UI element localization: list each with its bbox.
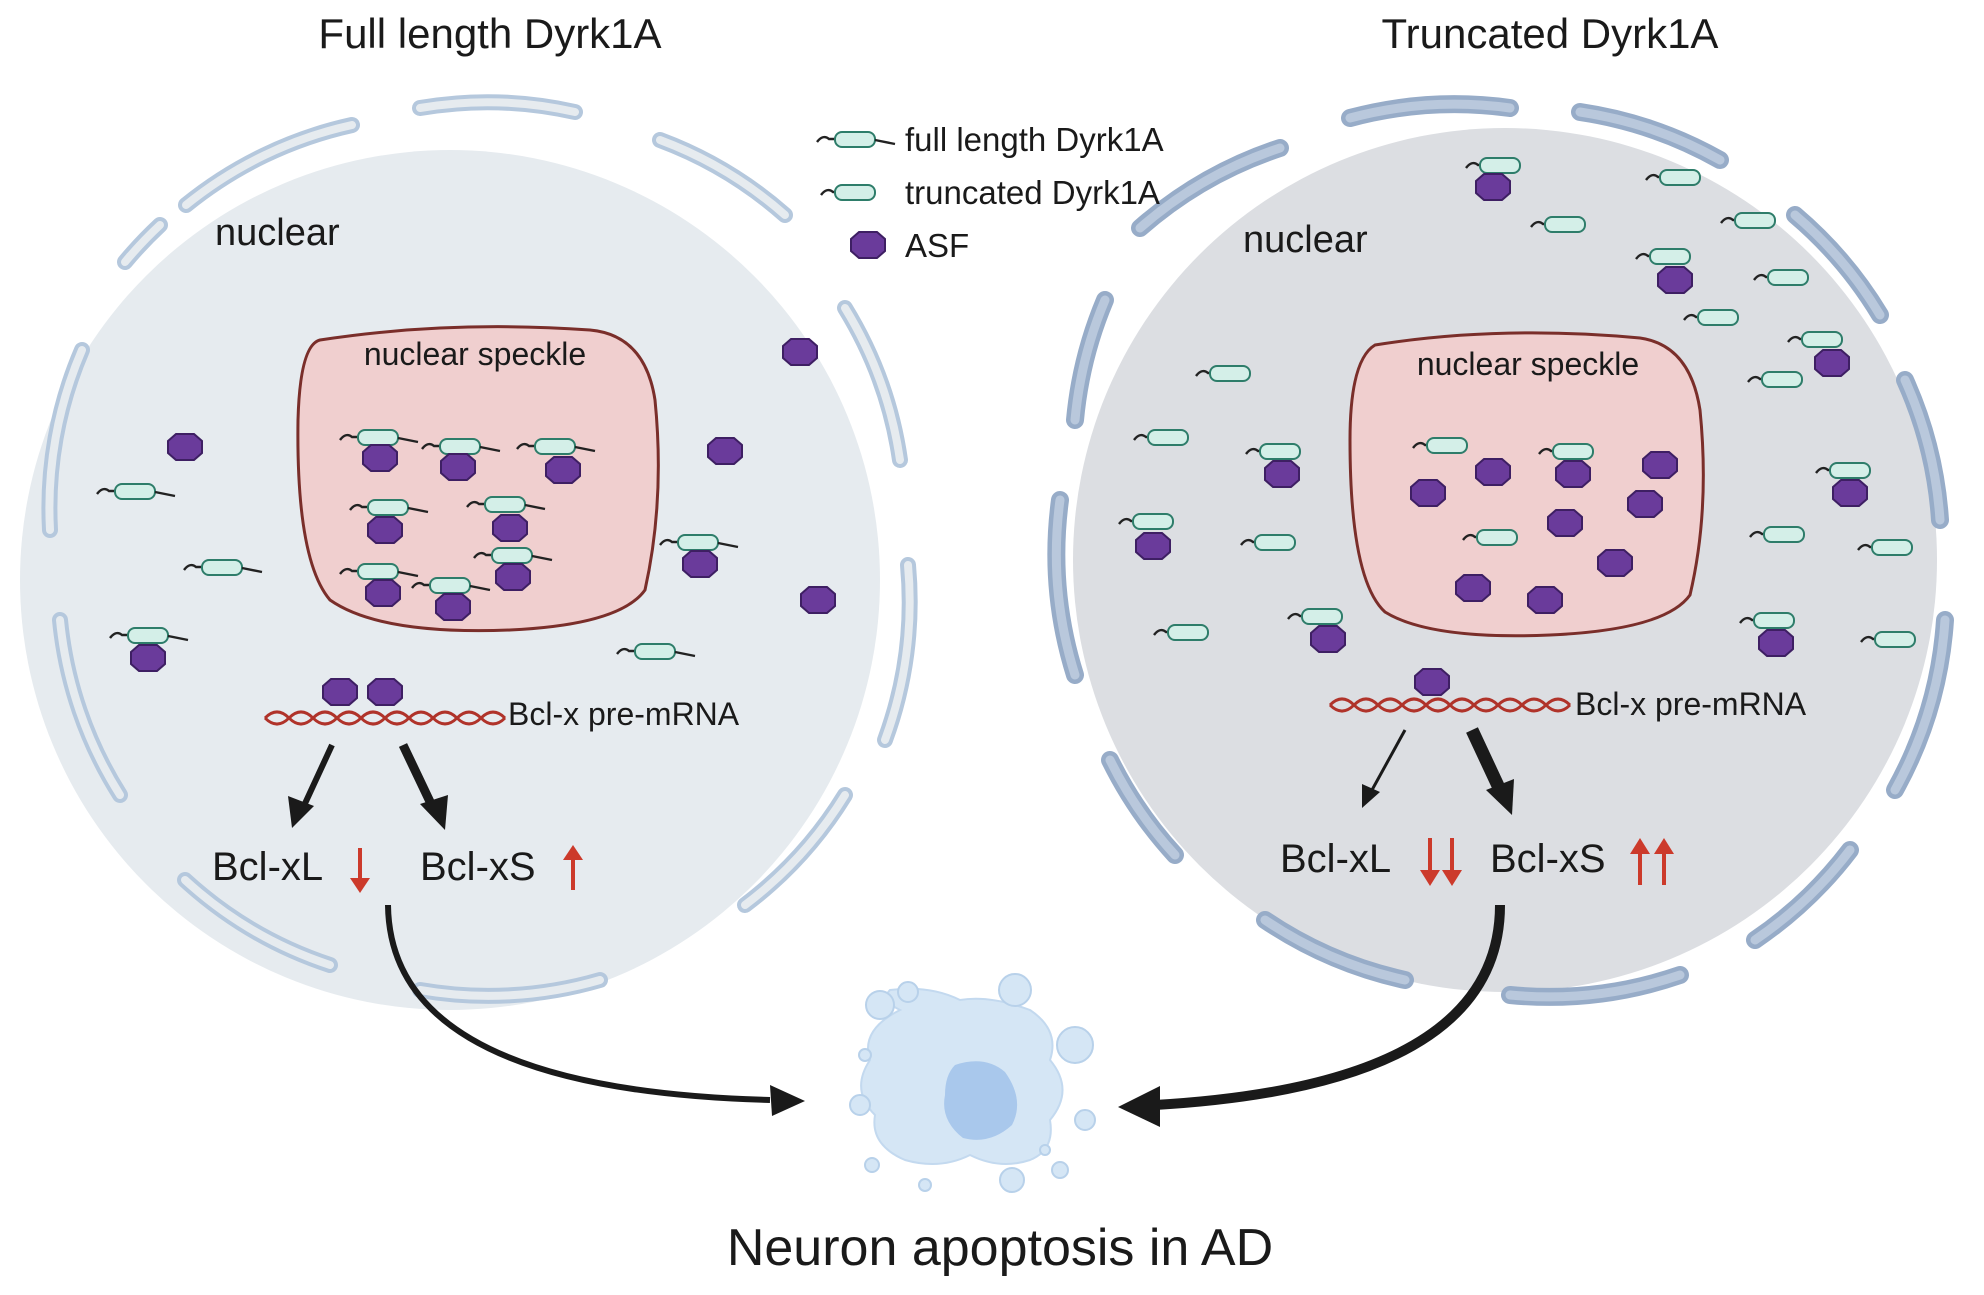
right-arrow-xs-head	[1486, 779, 1514, 815]
left-apoptosis-arrowhead	[770, 1085, 805, 1116]
left-bound-asf-2	[367, 678, 403, 706]
legend-truncated-label: truncated Dyrk1A	[905, 174, 1160, 211]
right-apoptosis-arrowhead	[1118, 1086, 1160, 1127]
left-nuclear-label: nuclear	[215, 212, 340, 254]
left-xl-down-arrow	[350, 848, 370, 893]
right-bcl-xs: Bcl-xS	[1490, 837, 1606, 881]
left-title: Full length Dyrk1A	[318, 10, 661, 57]
right-cell: nuclear nuclear speckle	[1047, 95, 1954, 1006]
left-pre-mrna-label: Bcl-x pre-mRNA	[508, 696, 740, 732]
right-arrow-xs	[1466, 727, 1506, 793]
left-xs-up-arrow	[563, 845, 583, 890]
legend-full-length-label: full length Dyrk1A	[905, 121, 1164, 158]
right-arrow-xl-head	[1362, 784, 1380, 808]
right-speckle-label: nuclear speckle	[1417, 346, 1639, 382]
left-bound-asf-1	[322, 678, 358, 706]
legend-truncated-icon	[819, 183, 877, 202]
legend-asf-icon	[850, 231, 886, 259]
right-nuclear-membrane-inner	[1051, 99, 1950, 1002]
legend-asf-label: ASF	[905, 227, 969, 264]
legend-full-length-icon	[815, 130, 897, 149]
left-apoptosis-arrow	[385, 904, 771, 1103]
right-nuclear-label: nuclear	[1243, 219, 1368, 261]
right-arrow-xl	[1370, 729, 1407, 791]
left-arrow-xs	[398, 743, 438, 810]
right-bcl-xl: Bcl-xL	[1280, 837, 1391, 881]
right-xs-double-up-arrow	[1630, 838, 1674, 885]
right-bound-asf	[1414, 668, 1450, 696]
apoptotic-neuron	[849, 973, 1096, 1193]
left-nuclear-membrane-inner	[45, 98, 914, 1000]
outcome-label: Neuron apoptosis in AD	[727, 1219, 1273, 1277]
left-bcl-xl: Bcl-xL	[212, 845, 323, 889]
left-nuclear-speckle	[296, 325, 660, 633]
left-cell: nuclear nuclear speckle	[20, 94, 918, 1010]
left-arrow-xl-head	[288, 796, 314, 828]
left-arrow-xs-head	[420, 795, 448, 830]
right-title: Truncated Dyrk1A	[1382, 10, 1719, 57]
right-pre-mrna-label: Bcl-x pre-mRNA	[1575, 686, 1807, 722]
left-bcl-xs: Bcl-xS	[420, 845, 536, 889]
legend: full length Dyrk1A truncated Dyrk1A ASF	[815, 121, 1164, 264]
right-xl-double-down-arrow	[1420, 838, 1462, 886]
left-speckle-label: nuclear speckle	[364, 336, 586, 372]
left-arrow-xl	[299, 743, 335, 812]
right-apoptosis-arrow	[1154, 904, 1505, 1110]
